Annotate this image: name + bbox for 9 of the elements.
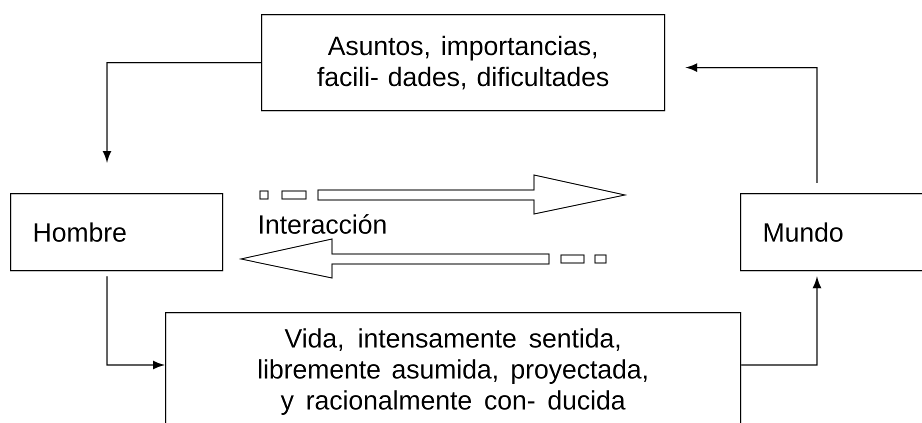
- arrow: [102, 62, 261, 162]
- text-box: Hombre: [10, 193, 224, 272]
- arrow: [687, 64, 818, 183]
- text-box: Vida, intensamente sentida, libremente asumida, proyectada, y racionalmente con- ducida: [165, 312, 742, 423]
- label: Interacción: [260, 214, 386, 234]
- text-box: Mundo: [740, 193, 922, 272]
- arrow: [741, 278, 822, 366]
- arrow: [106, 276, 164, 370]
- text-box: Asuntos, importancias, facili- dades, dificultades: [261, 14, 666, 112]
